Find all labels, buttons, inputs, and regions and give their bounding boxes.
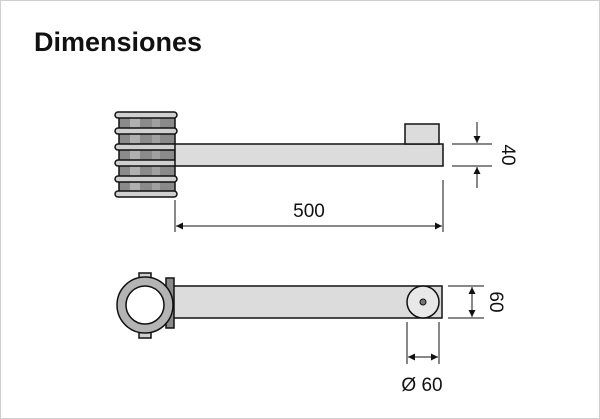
clamp-body — [118, 113, 176, 197]
end-block — [404, 123, 440, 145]
dimension-length — [174, 180, 444, 232]
width-label: 60 — [485, 291, 506, 312]
clamp-rings — [114, 111, 178, 198]
arm-top — [169, 285, 443, 319]
side-view — [114, 111, 444, 198]
page-title: Dimensiones — [34, 27, 203, 57]
dimension-diameter — [406, 322, 440, 364]
dimension-width — [448, 285, 484, 319]
diameter-label: Ø 60 — [401, 375, 442, 396]
top-view — [116, 272, 443, 339]
length-label: 500 — [293, 201, 325, 222]
height-label: 40 — [497, 144, 518, 165]
arm-side — [174, 143, 444, 167]
dimension-height — [452, 122, 492, 188]
